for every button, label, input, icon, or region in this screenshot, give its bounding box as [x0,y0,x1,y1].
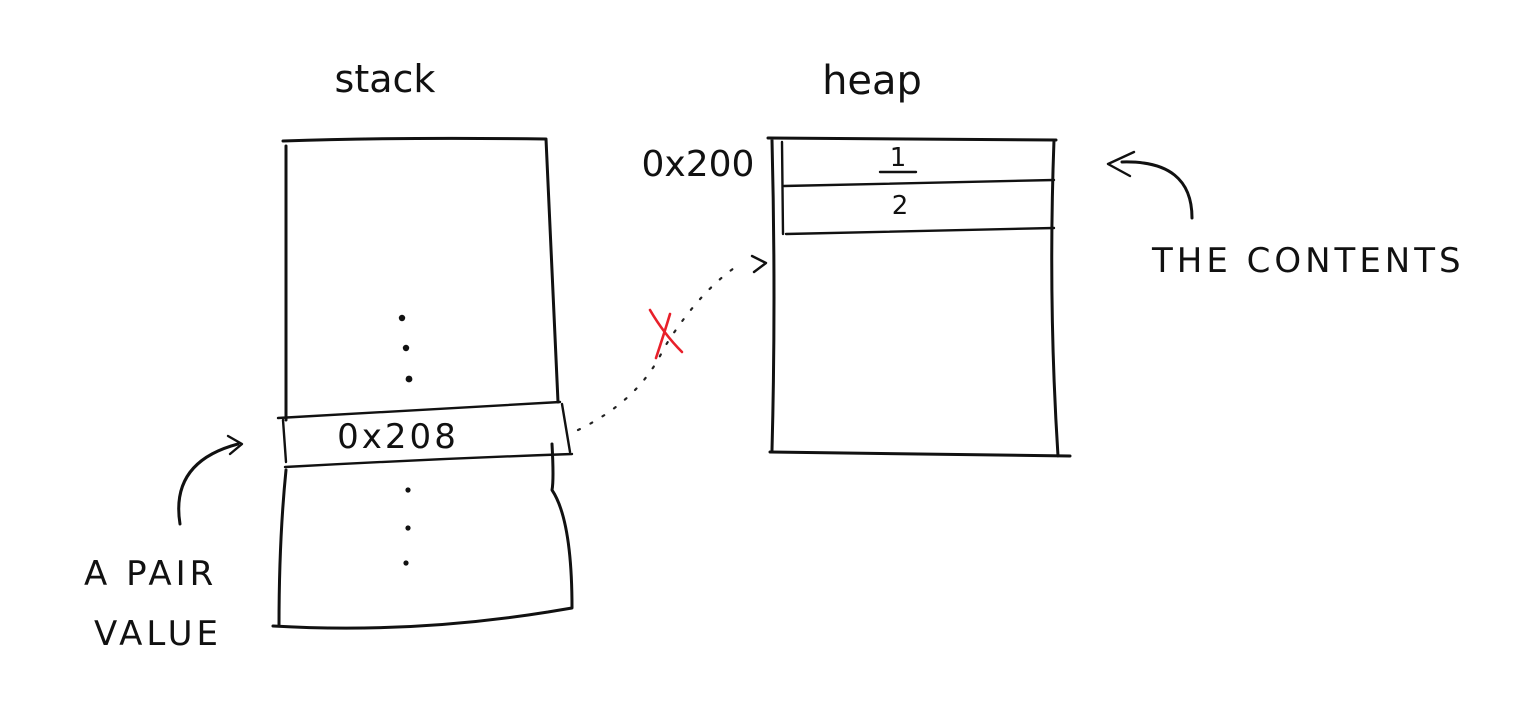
contents-arrowhead [1106,150,1136,178]
stack-dot [398,314,406,322]
pair-value-arrow [177,442,240,526]
heap-box [766,136,1072,458]
stack-cell-right-side [560,402,572,454]
stack-box [271,136,574,630]
stack-dot [405,487,411,493]
contents-arrow [1120,160,1194,220]
stack-cell-top-line [276,400,562,420]
heap-cell-2-value: 2 [892,191,909,221]
x-stroke [654,312,672,360]
stack-dot [402,344,410,352]
stack-cell-left-side [281,418,288,464]
pair-value-arrowhead [226,434,244,456]
stack-cell-value: 0x208 [337,417,459,457]
heap-title: heap [822,58,922,104]
stack-cell-bottom-line [283,452,574,469]
pair-label-line2: VALUE [94,614,222,654]
stack-lower-outline [271,442,574,630]
pair-label-line1: A PAIR [84,554,217,594]
heap-address-label: 0x200 [642,144,755,185]
contents-label: THE CONTENTS [1151,241,1465,281]
invalid-pointer-x-mark [648,308,684,360]
stack-dot [405,525,411,531]
heap-cell-left-edge [780,140,785,236]
stack-upper-ellipsis [398,314,413,383]
stack-dot [405,375,413,383]
pointer-arrowhead [750,254,768,274]
stack-upper-outline [281,136,560,422]
heap-outline [766,136,1072,458]
stack-title: stack [335,57,436,101]
heap-cell-1-bottom [782,178,1056,188]
heap-cell-2-bottom [784,226,1056,236]
stack-dot [403,560,409,566]
stack-lower-ellipsis [403,487,411,566]
heap-cell-1-value: 1 [890,143,907,173]
